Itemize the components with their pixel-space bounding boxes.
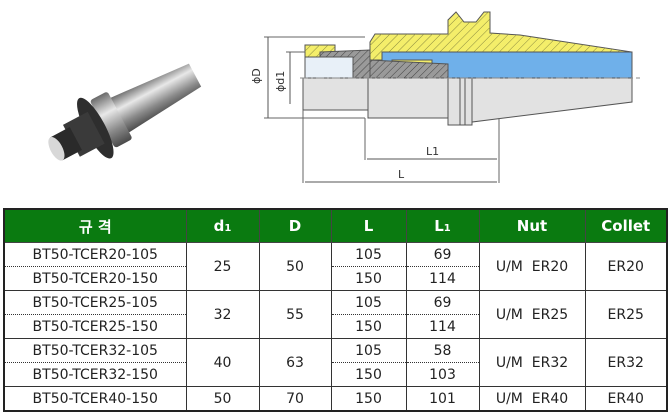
L1-cell: 58 bbox=[405, 338, 480, 363]
spec-table: 규 격 d1 D L L1 Nut Collet BT50-TCER20-105… bbox=[3, 208, 668, 412]
dimension-L: L bbox=[302, 110, 497, 183]
d1-cell: 50 bbox=[185, 386, 260, 412]
nut-cell: U/M ER20 bbox=[478, 242, 586, 291]
flange bbox=[90, 92, 132, 148]
dimension-d1: ϕd1 bbox=[274, 51, 305, 104]
collet-cell: ER40 bbox=[584, 386, 668, 412]
svg-text:L: L bbox=[398, 168, 405, 181]
collet-section bbox=[304, 49, 449, 79]
nut-cell: U/M ER25 bbox=[478, 290, 586, 339]
L-cell: 150 bbox=[330, 362, 407, 387]
L-cell: 105 bbox=[330, 338, 407, 363]
header-d1: d1 bbox=[185, 208, 260, 243]
L1-cell: 114 bbox=[405, 314, 480, 339]
nut-cell: U/M ER32 bbox=[478, 338, 586, 387]
nut-cell: U/M ER40 bbox=[478, 386, 586, 412]
table-row: BT50-TCER32-150 150 103 bbox=[3, 362, 667, 387]
L1-cell: 69 bbox=[405, 290, 480, 315]
header-spec: 규 격 bbox=[3, 208, 187, 243]
header-d1-sub: 1 bbox=[224, 223, 232, 234]
svg-text:ϕd1: ϕd1 bbox=[274, 71, 287, 92]
model-cell: BT50-TCER32-150 bbox=[3, 362, 187, 387]
table-row: BT50-TCER40-150 50 70 150 101 U/M ER40 E… bbox=[3, 386, 668, 412]
D-cell: 50 bbox=[258, 242, 332, 291]
dimension-D: ϕD bbox=[250, 36, 365, 119]
table-row: BT50-TCER20-150 150 114 bbox=[3, 266, 667, 291]
holder-body-lower bbox=[302, 77, 633, 126]
d1-cell: 25 bbox=[185, 242, 260, 291]
model-cell: BT50-TCER20-150 bbox=[3, 266, 187, 291]
table-row: BT50-TCER20-105 25 50 105 69 U/M ER20 ER… bbox=[3, 242, 668, 291]
header-L1: L1 bbox=[405, 208, 480, 243]
header-d1-main: d bbox=[213, 217, 225, 235]
L-cell: 105 bbox=[330, 242, 407, 267]
header-collet: Collet bbox=[584, 208, 668, 243]
D-cell: 63 bbox=[258, 338, 332, 387]
L1-cell: 114 bbox=[405, 266, 480, 291]
table-header-row: 규 격 d1 D L L1 Nut Collet bbox=[3, 208, 668, 243]
product-photo bbox=[48, 63, 202, 161]
model-cell: BT50-TCER25-105 bbox=[3, 290, 187, 315]
header-nut: Nut bbox=[478, 208, 586, 243]
D-cell: 70 bbox=[258, 386, 332, 412]
model-cell: BT50-TCER20-105 bbox=[3, 242, 187, 267]
L-cell: 150 bbox=[330, 386, 407, 412]
collet-cell: ER25 bbox=[584, 290, 668, 339]
svg-text:L1: L1 bbox=[426, 145, 439, 158]
nut bbox=[62, 111, 105, 157]
collet-cell: ER32 bbox=[584, 338, 668, 387]
table-row: BT50-TCER25-105 32 55 105 69 U/M ER25 ER… bbox=[3, 290, 668, 339]
technical-drawing: ϕD ϕd1 L1 L bbox=[250, 11, 640, 183]
model-cell: BT50-TCER40-150 bbox=[3, 386, 187, 412]
header-L: L bbox=[330, 208, 407, 243]
taper-shank bbox=[106, 63, 202, 136]
L1-cell: 101 bbox=[405, 386, 480, 412]
header-L1-sub: 1 bbox=[443, 223, 451, 234]
D-cell: 55 bbox=[258, 290, 332, 339]
L-cell: 150 bbox=[330, 314, 407, 339]
header-D: D bbox=[258, 208, 332, 243]
d1-cell: 32 bbox=[185, 290, 260, 339]
L1-cell: 103 bbox=[405, 362, 480, 387]
collet-cell: ER20 bbox=[584, 242, 668, 291]
holder-section-upper bbox=[304, 11, 633, 61]
L-cell: 105 bbox=[330, 290, 407, 315]
dimension-L1: L1 bbox=[364, 118, 500, 183]
collet-face bbox=[48, 136, 65, 161]
model-cell: BT50-TCER25-150 bbox=[3, 314, 187, 339]
L-cell: 150 bbox=[330, 266, 407, 291]
svg-text:ϕD: ϕD bbox=[250, 68, 263, 84]
d1-cell: 40 bbox=[185, 338, 260, 387]
L1-cell: 69 bbox=[405, 242, 480, 267]
table-row: BT50-TCER32-105 40 63 105 58 U/M ER32 ER… bbox=[3, 338, 668, 387]
table-row: BT50-TCER25-150 150 114 bbox=[3, 314, 667, 339]
header-L1-main: L bbox=[434, 217, 444, 235]
model-cell: BT50-TCER32-105 bbox=[3, 338, 187, 363]
